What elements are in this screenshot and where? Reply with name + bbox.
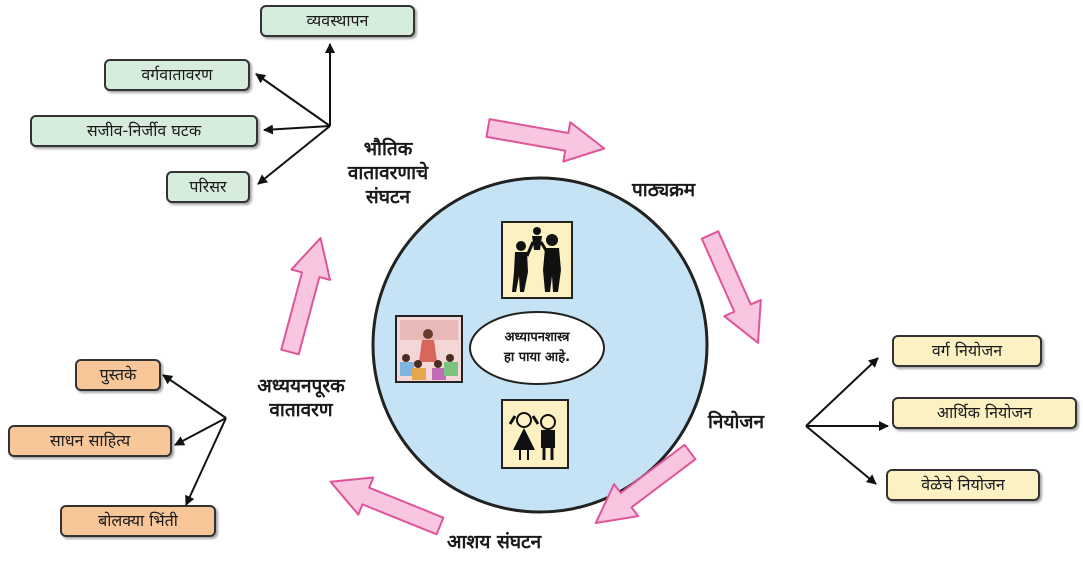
box-living-nonliving: सजीव-निर्जीव घटक xyxy=(30,115,258,147)
center-line-2: हा पाया आहे. xyxy=(503,350,571,365)
box-management: व्यवस्थापन xyxy=(260,5,415,37)
node-planning: नियोजन xyxy=(708,411,765,433)
box-books: पुस्तके xyxy=(75,359,161,391)
cycle-arrow-5 xyxy=(280,237,332,356)
node-physical-line-2: वातावरणाचे xyxy=(347,162,429,184)
classroom-icon xyxy=(395,315,463,383)
box-class-environment: वर्गवातावरण xyxy=(104,59,250,91)
box-surroundings: परिसर xyxy=(166,171,250,203)
center-bubble xyxy=(469,311,605,385)
family-icon xyxy=(501,221,573,299)
children-icon xyxy=(501,399,569,469)
box-class-planning: वर्ग नियोजन xyxy=(892,335,1042,367)
node-supplementary-line-1: अध्ययनपूरक xyxy=(257,375,345,397)
box-talking-walls: बोलक्या भिंती xyxy=(60,505,216,537)
node-physical-line-1: भौतिक xyxy=(363,138,413,160)
node-physical-line-3: संघटन xyxy=(365,186,411,208)
box-teaching-materials: साधन साहित्य xyxy=(8,425,172,457)
cycle-arrow-2 xyxy=(700,230,762,344)
cycle-arrows xyxy=(280,118,762,536)
cycle-arrow-4 xyxy=(329,476,445,536)
center-text: अध्यापनशास्त्र हा पाया आहे. xyxy=(472,312,602,384)
cycle-arrow-1 xyxy=(485,118,606,163)
connector-arrows xyxy=(162,43,889,506)
box-time-planning: वेळेचे नियोजन xyxy=(886,469,1040,501)
node-content-organization: आशय संघटन xyxy=(447,531,542,553)
node-physical-environment: भौतिक वातावरणाचे संघटन xyxy=(328,137,448,209)
node-curriculum: पाठ्यक्रम xyxy=(632,179,696,201)
cycle-arrow-3 xyxy=(594,443,697,525)
node-supplementary-environment: अध्ययनपूरक वातावरण xyxy=(232,374,370,422)
box-financial-planning: आर्थिक नियोजन xyxy=(892,397,1077,429)
center-line-1: अध्यापनशास्त्र xyxy=(504,330,570,345)
node-supplementary-line-2: वातावरण xyxy=(269,399,333,421)
